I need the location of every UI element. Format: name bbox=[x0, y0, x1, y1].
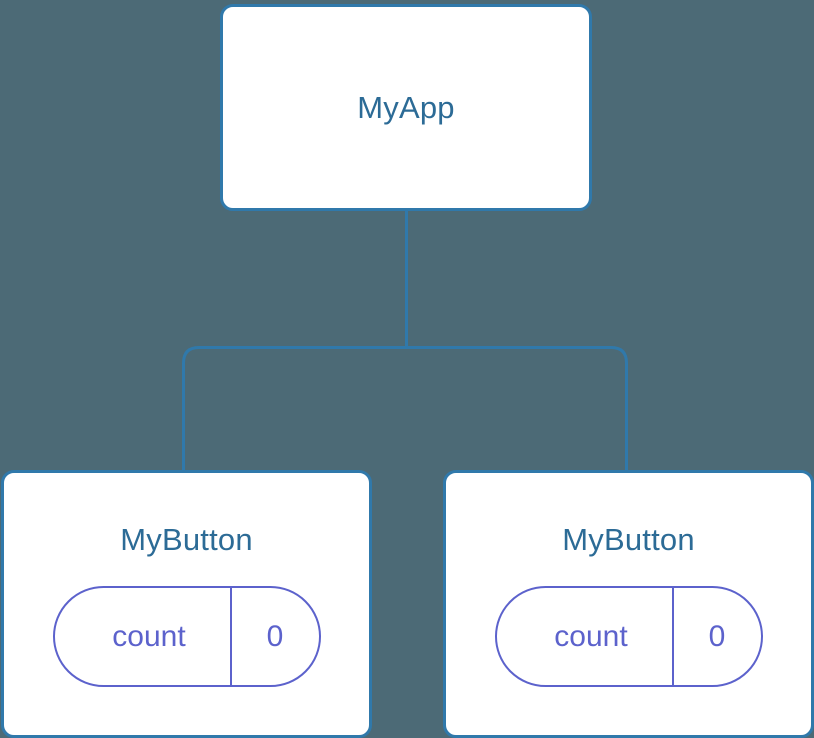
connector-branch-right bbox=[406, 346, 628, 470]
state-value-left: 0 bbox=[229, 588, 319, 685]
connector-branch-left bbox=[182, 346, 407, 470]
node-mybutton-right-label: MyButton bbox=[562, 522, 695, 557]
state-key-left: count bbox=[112, 619, 186, 653]
state-value-right: 0 bbox=[671, 588, 761, 685]
state-pill-left[interactable]: count 0 bbox=[52, 586, 321, 687]
node-mybutton-right[interactable]: MyButton count 0 bbox=[443, 470, 814, 738]
node-mybutton-left-label: MyButton bbox=[120, 522, 253, 557]
node-myapp-label: MyApp bbox=[357, 90, 455, 125]
node-mybutton-left[interactable]: MyButton count 0 bbox=[1, 470, 372, 738]
node-myapp[interactable]: MyApp bbox=[220, 4, 592, 211]
state-key-right: count bbox=[554, 619, 628, 653]
state-pill-right[interactable]: count 0 bbox=[494, 586, 763, 687]
